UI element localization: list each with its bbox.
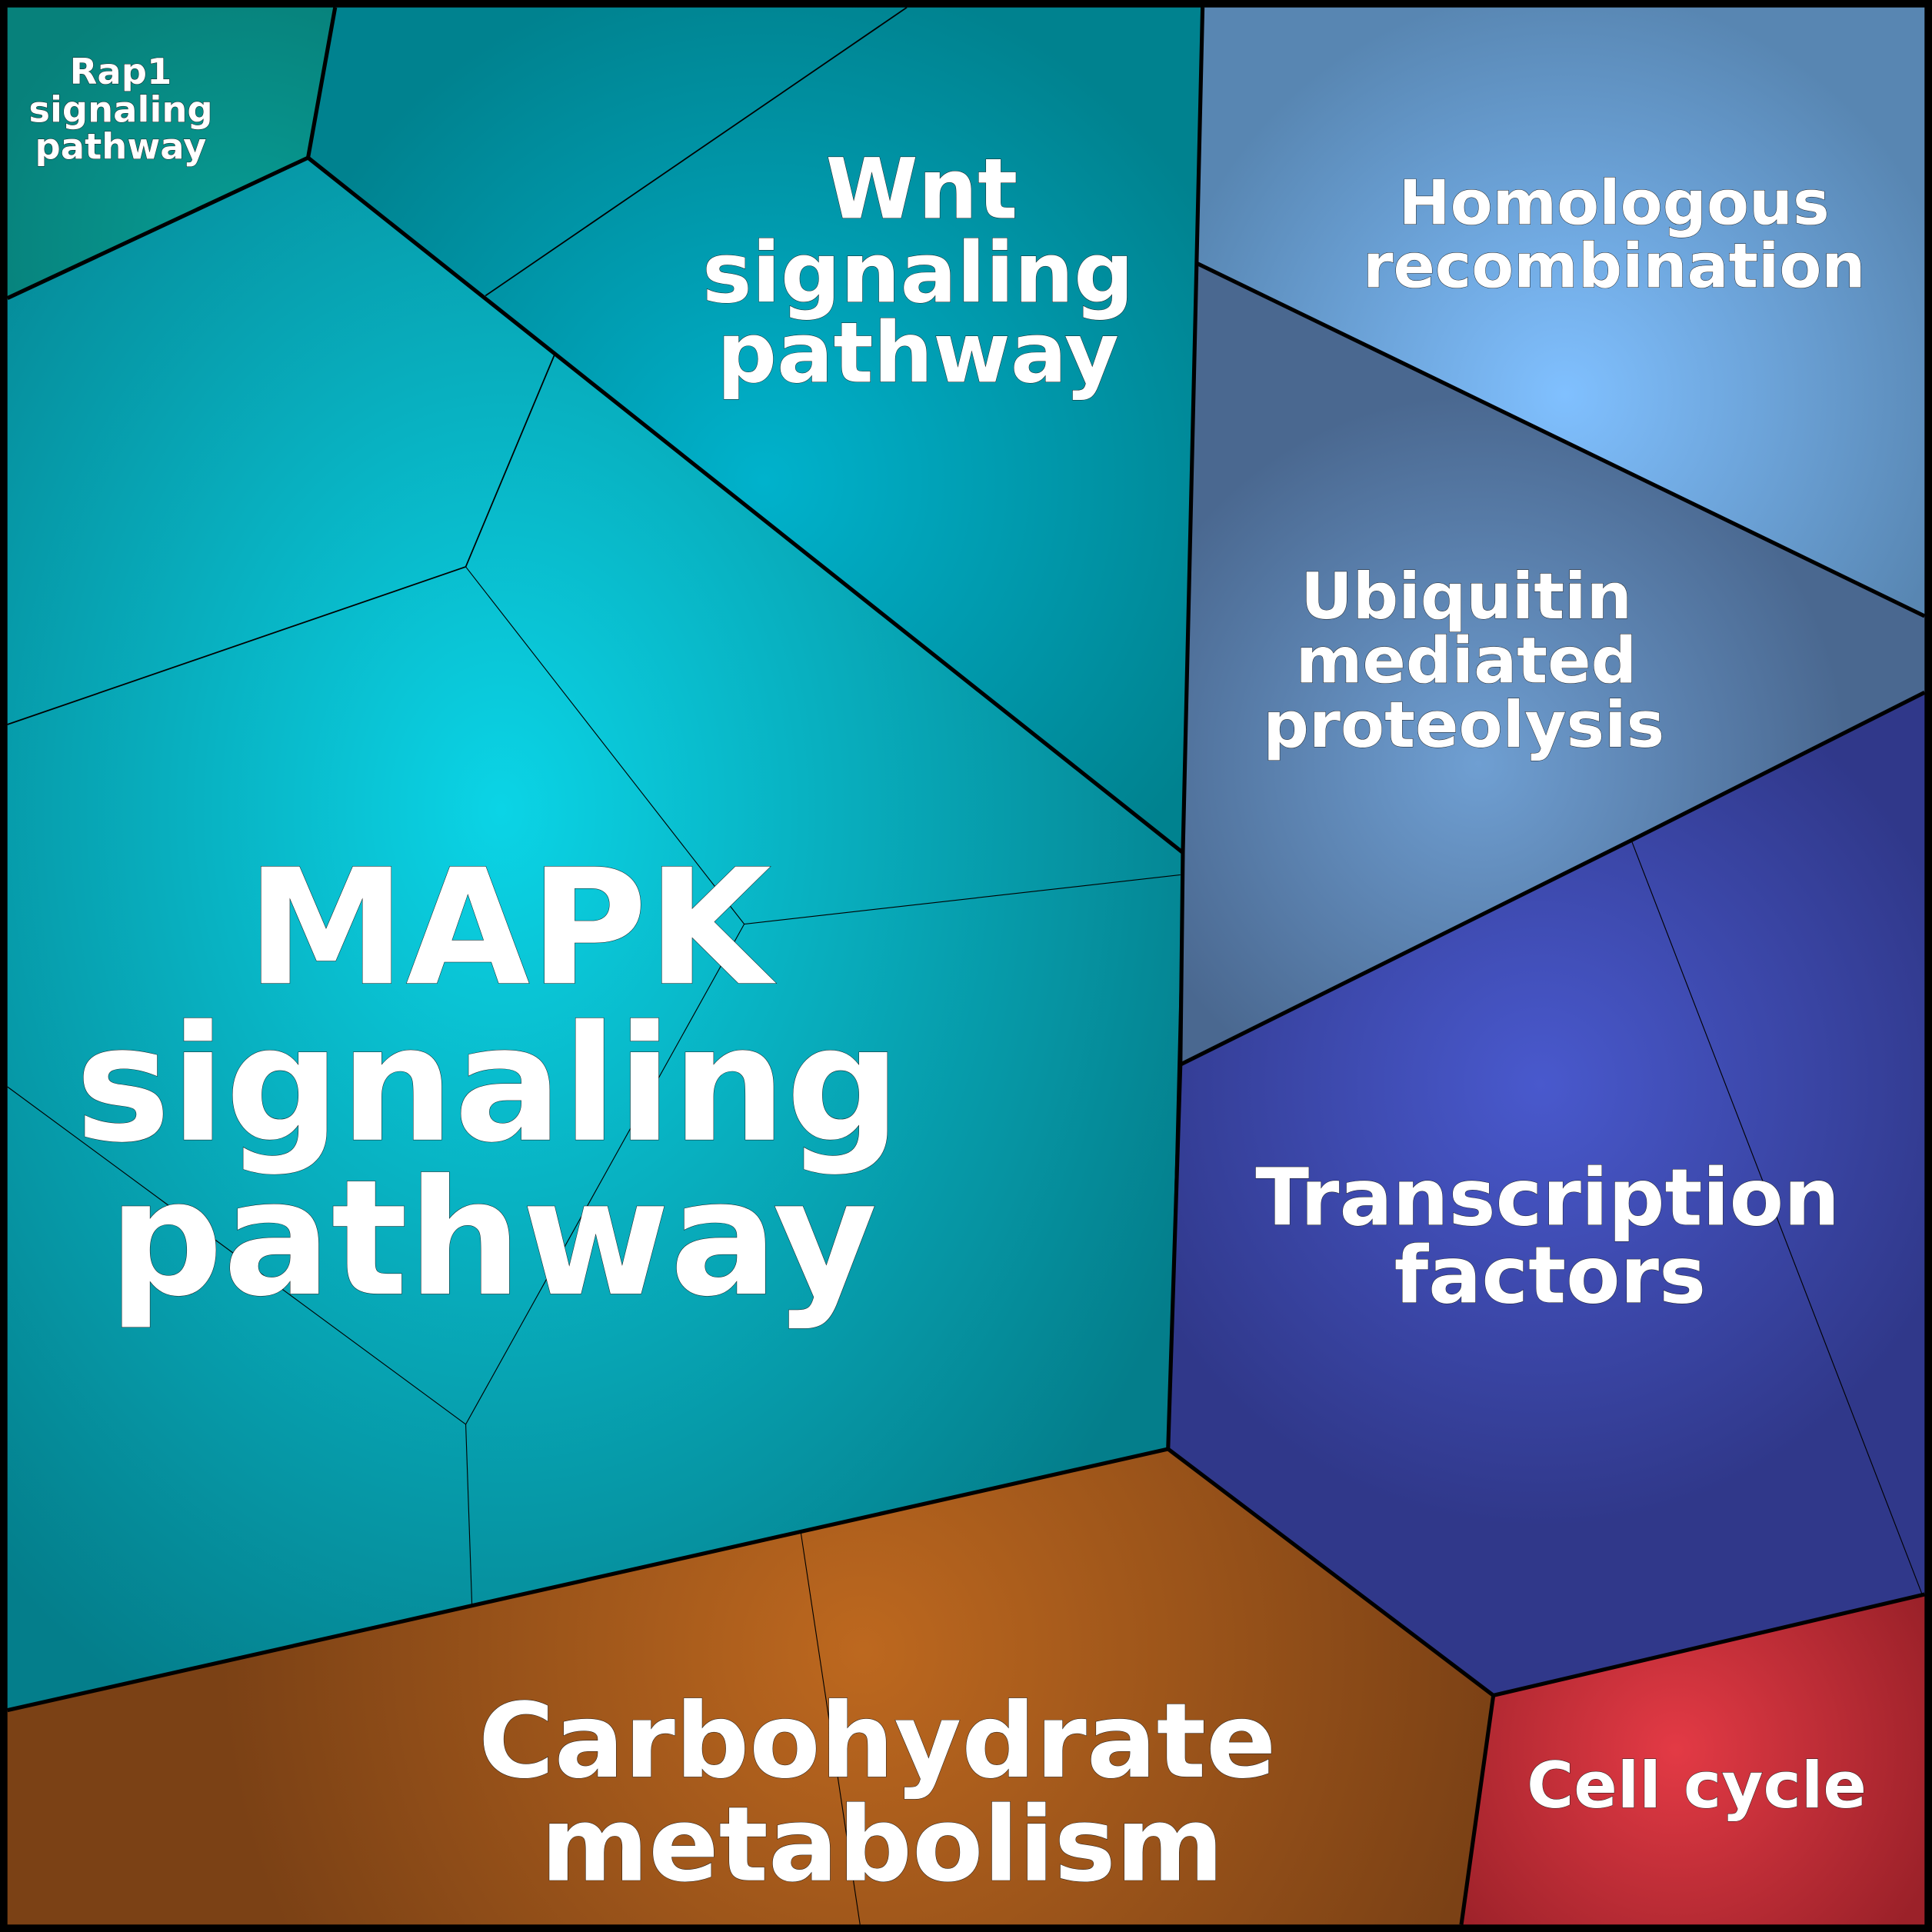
cell-rap1-shape [7, 7, 335, 298]
label-rap1: Rap1 signaling pathway [28, 50, 213, 168]
cell-carbohydrate-shape [7, 1449, 1494, 1925]
subcell-line [1631, 840, 1923, 1595]
cell-rap1[interactable] [7, 7, 335, 298]
subcell-line [485, 6, 908, 297]
label-line: Carbohydrate [478, 1681, 1276, 1801]
boundary-line [1197, 261, 1926, 618]
boundary-line [7, 1447, 1925, 1713]
boundary-line [1179, 691, 1926, 1067]
cell-mapk-shape [7, 158, 1183, 1710]
cell-ubiquitin[interactable] [1180, 263, 1925, 1065]
cell-carbohydrate[interactable] [7, 1449, 1494, 1925]
label-homologous: Homologous recombination [1362, 167, 1865, 302]
label-line: mediated [1296, 624, 1637, 698]
cell-transcription-shape [1168, 692, 1925, 1696]
cell-wnt-shape [308, 7, 1203, 853]
label-line: MAPK [246, 835, 776, 1021]
label-line: Ubiquitin [1301, 559, 1632, 634]
label-line: pathway [108, 1146, 878, 1332]
boundary-line [6, 7, 338, 301]
label-line: signaling [702, 225, 1134, 322]
label-ubiquitin: Ubiquitin mediated proteolysis [1263, 559, 1665, 763]
label-line: Wnt [825, 141, 1018, 238]
cell-homologous[interactable] [1198, 7, 1925, 617]
label-line: metabolism [541, 1784, 1224, 1905]
label-line: Cell cycle [1527, 1748, 1867, 1823]
cell-ubiquitin-shape [1180, 263, 1925, 1065]
cell-wnt[interactable] [308, 7, 1203, 853]
label-line: pathway [35, 126, 207, 168]
label-mapk: MAPK signaling pathway [75, 835, 901, 1333]
subcell-line [465, 1424, 473, 1604]
label-line: signaling [75, 992, 901, 1178]
label-line: Homologous [1399, 168, 1830, 239]
boundary-line [1459, 1695, 1496, 1925]
label-cellcycle: Cell cycle [1527, 1748, 1867, 1824]
subcell-boundaries [7, 6, 1923, 1925]
cell-transcription[interactable] [1168, 692, 1925, 1696]
label-line: signaling [28, 89, 212, 131]
label-carbohydrate: Carbohydrate metabolism [478, 1681, 1277, 1906]
subcell-line [800, 1532, 861, 1925]
cell-mapk[interactable] [7, 158, 1183, 1710]
label-line: pathway [717, 305, 1119, 402]
label-line: proteolysis [1263, 688, 1664, 762]
label-transcription: Transcription factors [1255, 1152, 1840, 1322]
label-line: recombination [1363, 230, 1865, 301]
label-line: Rap1 [70, 51, 172, 92]
label-line: Transcription [1255, 1152, 1840, 1244]
label-wnt: Wnt signaling pathway [701, 140, 1134, 402]
group-boundaries [6, 7, 1926, 1925]
boundary-line [307, 157, 555, 356]
cell-homologous-shape [1198, 7, 1925, 617]
boundary-line [1166, 7, 1205, 1450]
label-line: factors [1394, 1230, 1707, 1321]
